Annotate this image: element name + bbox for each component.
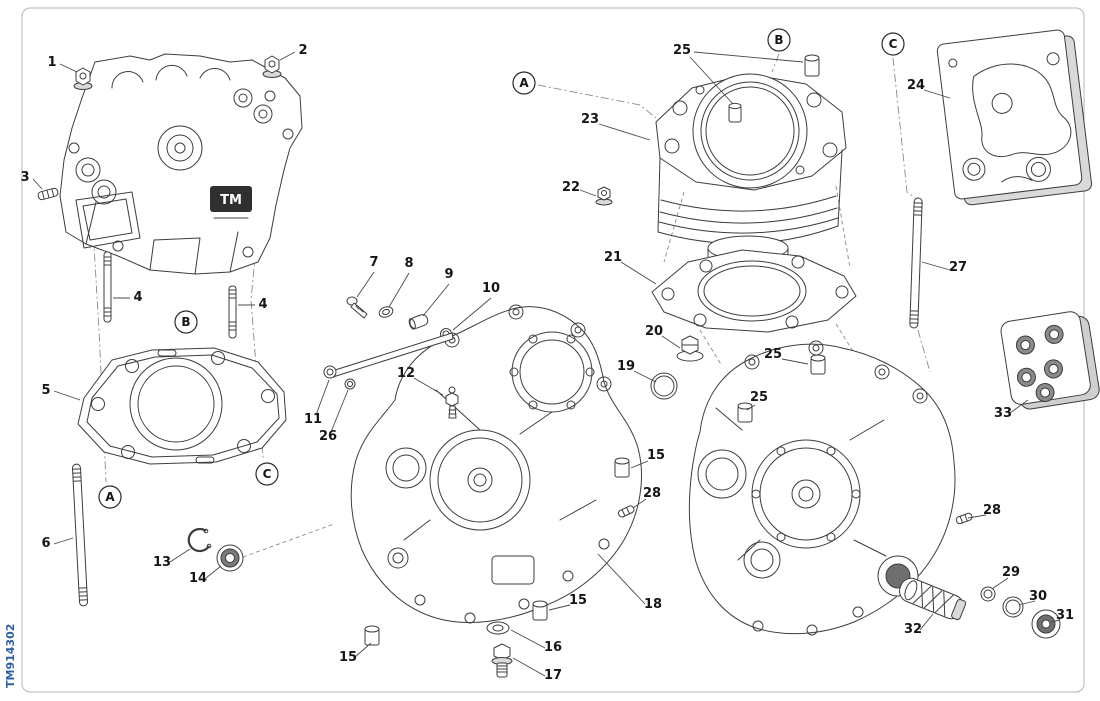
part-stud-4b	[228, 285, 237, 339]
part-dowel-25c	[810, 354, 826, 375]
part-dowel-25d	[737, 402, 753, 423]
reference-marker-c-left: C	[255, 462, 279, 486]
part-head-gasket-sheet-24	[936, 29, 1093, 206]
part-strainer-32	[899, 577, 967, 621]
part-stud-4a	[103, 251, 112, 323]
part-dowel-15a	[614, 457, 630, 478]
part-dowel-25a	[804, 54, 820, 77]
svg-text:A: A	[105, 490, 115, 504]
part-base-gasket-21	[651, 249, 857, 333]
part-bolt-1	[73, 67, 93, 90]
head-logo-plate	[210, 186, 252, 212]
callout-2: 2	[298, 43, 307, 58]
callout-labels: 1 2 3 4 4 5 6 13 14 7 8 9 10 11 26 12 15…	[20, 43, 1074, 683]
callout-8: 8	[404, 256, 413, 271]
svg-text:B: B	[774, 33, 783, 47]
part-washer-11	[323, 365, 337, 379]
part-washer-8	[378, 306, 394, 318]
callout-4b: 4	[258, 297, 267, 312]
svg-text:A: A	[519, 76, 529, 90]
callout-18: 18	[644, 597, 662, 612]
part-seal-14	[216, 544, 244, 572]
callout-21: 21	[604, 250, 622, 265]
part-oring-19	[650, 372, 678, 400]
callout-7: 7	[369, 255, 378, 270]
callout-25r2: 25	[750, 390, 768, 405]
right-crankcase-drawing	[688, 340, 956, 636]
callout-28a: 28	[643, 486, 661, 501]
part-screw-7	[346, 296, 368, 319]
callout-29: 29	[1002, 565, 1020, 580]
callout-27: 27	[949, 260, 967, 275]
part-bolt-22	[595, 186, 613, 206]
cylinder-head-drawing: TM	[59, 53, 303, 275]
drawing-code: TM914302	[4, 624, 17, 688]
part-head-gasket-5	[77, 347, 287, 465]
part-spacer-9	[408, 314, 429, 330]
callout-32: 32	[904, 622, 922, 637]
callout-13: 13	[153, 555, 171, 570]
part-dowel-25b	[728, 102, 742, 123]
callout-17: 17	[544, 668, 562, 683]
svg-text:C: C	[889, 37, 898, 51]
reference-marker-a-right: A	[512, 71, 536, 95]
callout-12: 12	[397, 366, 415, 381]
callout-6: 6	[41, 536, 50, 551]
callout-14: 14	[189, 571, 207, 586]
callout-16: 16	[544, 640, 562, 655]
reference-marker-a-left: A	[98, 485, 122, 509]
part-pin-28b	[955, 512, 973, 525]
callout-26: 26	[319, 429, 337, 444]
callout-25r1: 25	[764, 347, 782, 362]
callout-10: 10	[482, 281, 500, 296]
callout-22: 22	[562, 180, 580, 195]
callout-33: 33	[994, 406, 1012, 421]
reference-marker-b-left: B	[174, 310, 198, 334]
part-grommet-plate-33	[1000, 311, 1100, 410]
callout-25top: 25	[673, 43, 691, 58]
part-plug-20	[676, 335, 704, 362]
part-dowel-15c	[364, 625, 380, 646]
part-stud-27	[909, 197, 923, 329]
callout-5: 5	[41, 383, 50, 398]
callout-31: 31	[1056, 608, 1074, 623]
callout-9: 9	[444, 267, 453, 282]
callout-30: 30	[1029, 589, 1047, 604]
callout-20: 20	[645, 324, 663, 339]
callout-15c: 15	[339, 650, 357, 665]
callout-1: 1	[47, 55, 56, 70]
part-oring-26	[344, 378, 356, 390]
head-logo-text: TM	[220, 193, 242, 208]
callout-4a: 4	[133, 290, 142, 305]
part-circlip-13	[187, 528, 212, 553]
part-dowel-15b	[532, 600, 548, 621]
callout-19: 19	[617, 359, 635, 374]
part-bolt-2	[262, 55, 282, 78]
part-washer-16	[486, 621, 510, 635]
part-oring-29	[980, 586, 996, 602]
part-seal-31	[1031, 609, 1061, 639]
svg-text:B: B	[181, 315, 190, 329]
callout-15b: 15	[569, 593, 587, 608]
callout-3: 3	[20, 170, 29, 185]
leader-lines	[32, 51, 1061, 677]
callout-23: 23	[581, 112, 599, 127]
svg-text:C: C	[263, 467, 272, 481]
reference-marker-b-right: B	[767, 28, 791, 52]
callout-15a: 15	[647, 448, 665, 463]
part-pin-3	[37, 187, 59, 201]
left-crankcase-drawing	[350, 304, 643, 624]
part-fitting-12	[445, 386, 459, 419]
part-oring-30	[1002, 596, 1024, 618]
reference-marker-c-right: C	[881, 32, 905, 56]
part-bolt-17	[491, 643, 513, 678]
reference-markers: A B C A B C	[98, 28, 905, 509]
callout-11: 11	[304, 412, 322, 427]
callout-24: 24	[907, 78, 925, 93]
callout-28b: 28	[983, 503, 1001, 518]
part-stud-6	[71, 463, 89, 607]
